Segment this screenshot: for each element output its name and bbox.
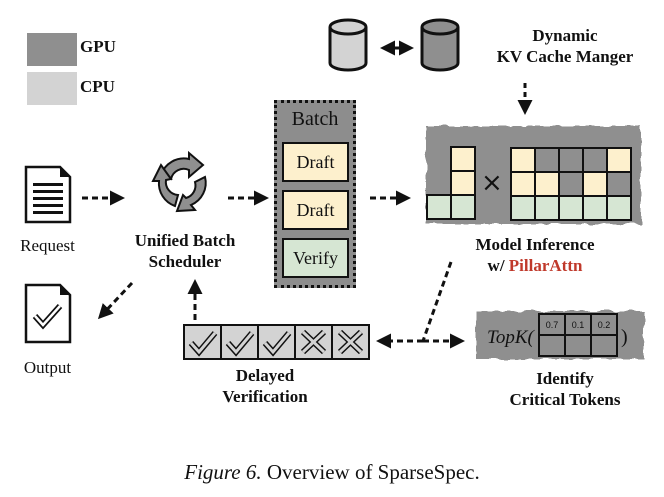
score-value: 0.7: [546, 320, 559, 330]
cross-icon-inner: [301, 330, 326, 354]
right-matrix-cell-0-0: [510, 147, 536, 173]
left-matrix-cell-0-1: [450, 146, 476, 172]
verification-cell-0: [183, 324, 222, 360]
right-matrix-cell-2-4: [606, 195, 632, 221]
legend-cpu-swatch: [27, 72, 77, 105]
model-inference-line1: Model Inference: [475, 235, 595, 254]
verification-cell-3: [294, 324, 333, 360]
scheduler-label: Unified Batch Scheduler: [110, 230, 260, 272]
right-matrix-cell-2-1: [534, 195, 560, 221]
delayed-verification-label: Delayed Verification: [180, 365, 350, 407]
left-matrix-cell-2-0: [426, 194, 452, 220]
figure-caption: Figure 6. Overview of SparseSpec.: [0, 460, 664, 485]
pillarattn-highlight: PillarAttn: [508, 256, 583, 275]
check-icon-inner: [226, 332, 254, 355]
right-matrix-cell-0-3: [582, 147, 608, 173]
cycle-arrows-icon: [151, 150, 207, 213]
cpu-cylinder-icon: [328, 18, 368, 72]
critical-tokens-label: Identify Critical Tokens: [475, 368, 655, 410]
legend-gpu-swatch: [27, 33, 77, 66]
verification-cell-1: [220, 324, 259, 360]
left-matrix-cell-1-1: [450, 170, 476, 196]
right-matrix-cell-0-4: [606, 147, 632, 173]
topk-open: TopK(: [487, 327, 534, 348]
document-lines-icon: [24, 165, 72, 224]
model-inference-label: Model Inference w/ PillarAttn: [440, 234, 630, 276]
score-cell-bottom-2: [590, 334, 618, 357]
topk-close: ): [621, 326, 628, 348]
check-icon-inner: [189, 332, 217, 355]
delayed-verification-line1: Delayed: [235, 366, 295, 385]
batch-item-draft-2: Draft: [282, 190, 349, 230]
right-matrix-cell-2-0: [510, 195, 536, 221]
score-value: 0.1: [572, 320, 585, 330]
delayed-verification-line2: Verification: [222, 387, 308, 406]
critical-tokens-line1: Identify: [536, 369, 594, 388]
output-label: Output: [23, 358, 72, 377]
right-matrix-cell-1-1: [534, 171, 560, 197]
left-matrix-cell-2-1: [450, 194, 476, 220]
kv-cache-title-line1: Dynamic: [532, 26, 598, 45]
scheduler-label-line2: Scheduler: [148, 252, 222, 271]
right-matrix-cell-1-2: [558, 171, 584, 197]
request-label: Request: [20, 236, 75, 255]
right-matrix-cell-1-3: [582, 171, 608, 197]
right-matrix-cell-1-4: [606, 171, 632, 197]
scheduler-label-line1: Unified Batch: [134, 231, 236, 250]
batch-panel: Batch Draft Draft Verify: [274, 100, 356, 288]
critical-tokens-line2: Critical Tokens: [509, 390, 621, 409]
batch-title: Batch: [291, 108, 339, 130]
cross-icon-inner: [338, 330, 363, 354]
verification-cell-2: [257, 324, 296, 360]
check-icon-inner: [263, 332, 291, 355]
figure-caption-text: Overview of SparseSpec.: [261, 460, 480, 484]
kv-cache-title-line2: KV Cache Manger: [496, 47, 634, 66]
right-matrix-cell-2-3: [582, 195, 608, 221]
gpu-cylinder-icon: [420, 18, 460, 72]
score-value: 0.2: [598, 320, 611, 330]
right-matrix-cell-0-2: [558, 147, 584, 173]
right-matrix-cell-0-1: [534, 147, 560, 173]
kv-cache-title: Dynamic KV Cache Manger: [470, 25, 660, 67]
legend-gpu-label: GPU: [80, 37, 116, 56]
right-matrix-cell-1-0: [510, 171, 536, 197]
document-check-icon: [24, 283, 72, 344]
model-inference-line2: w/ PillarAttn: [440, 255, 630, 276]
model-inference-prefix: w/: [487, 256, 509, 275]
figure-caption-label: Figure 6.: [184, 460, 262, 484]
arrow-scheduler-to-output: [97, 281, 134, 320]
batch-item-draft-1: Draft: [282, 142, 349, 182]
batch-item-verify: Verify: [282, 238, 349, 278]
arrow-inference-down: [421, 261, 453, 342]
legend-cpu-label: CPU: [80, 77, 115, 96]
right-matrix-cell-2-2: [558, 195, 584, 221]
multiply-operator: ×: [481, 168, 503, 198]
